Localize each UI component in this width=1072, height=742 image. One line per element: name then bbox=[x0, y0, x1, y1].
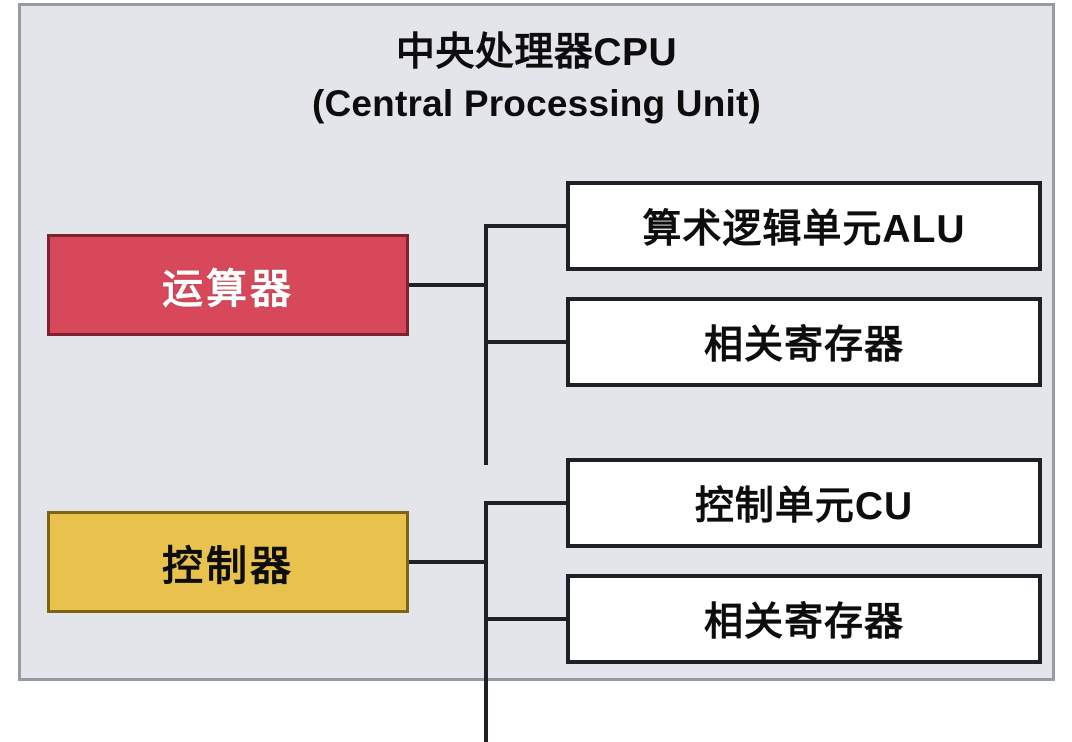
connector-arithmetic-branch-bottom bbox=[484, 340, 568, 344]
connector-control-spine bbox=[484, 501, 488, 742]
leaf-box-arithmetic-registers-label: 相关寄存器 bbox=[703, 324, 904, 367]
diagram-title-block: 中央处理器CPU (Central Processing Unit) bbox=[21, 28, 1052, 130]
connector-arithmetic-stem bbox=[409, 283, 488, 287]
leaf-box-alu[interactable]: 算术逻辑单元ALU bbox=[566, 181, 1042, 271]
leaf-box-alu-label: 算术逻辑单元ALU bbox=[642, 208, 966, 251]
group-box-arithmetic-unit[interactable]: 运算器 bbox=[47, 234, 409, 336]
leaf-box-control-registers[interactable]: 相关寄存器 bbox=[566, 574, 1042, 664]
page-subtitle: (Central Processing Unit) bbox=[311, 83, 762, 124]
connector-arithmetic-spine bbox=[484, 224, 488, 465]
leaf-box-control-registers-label: 相关寄存器 bbox=[703, 601, 904, 644]
diagram-panel: 中央处理器CPU (Central Processing Unit) 运算器 算… bbox=[18, 3, 1055, 742]
connector-arithmetic-branch-top bbox=[484, 224, 568, 228]
slide-canvas: 中央处理器CPU (Central Processing Unit) 运算器 算… bbox=[18, 3, 1055, 742]
group-box-control-unit[interactable]: 控制器 bbox=[47, 511, 409, 613]
group-box-arithmetic-unit-label: 运算器 bbox=[162, 266, 294, 312]
leaf-box-arithmetic-registers[interactable]: 相关寄存器 bbox=[566, 297, 1042, 387]
connector-control-branch-bottom bbox=[484, 617, 568, 621]
page-title: 中央处理器CPU bbox=[395, 31, 678, 74]
leaf-box-cu-label: 控制单元CU bbox=[694, 485, 914, 528]
connector-control-stem bbox=[409, 560, 488, 564]
leaf-box-cu[interactable]: 控制单元CU bbox=[566, 458, 1042, 548]
group-box-control-unit-label: 控制器 bbox=[162, 543, 294, 589]
connector-control-branch-top bbox=[484, 501, 568, 505]
